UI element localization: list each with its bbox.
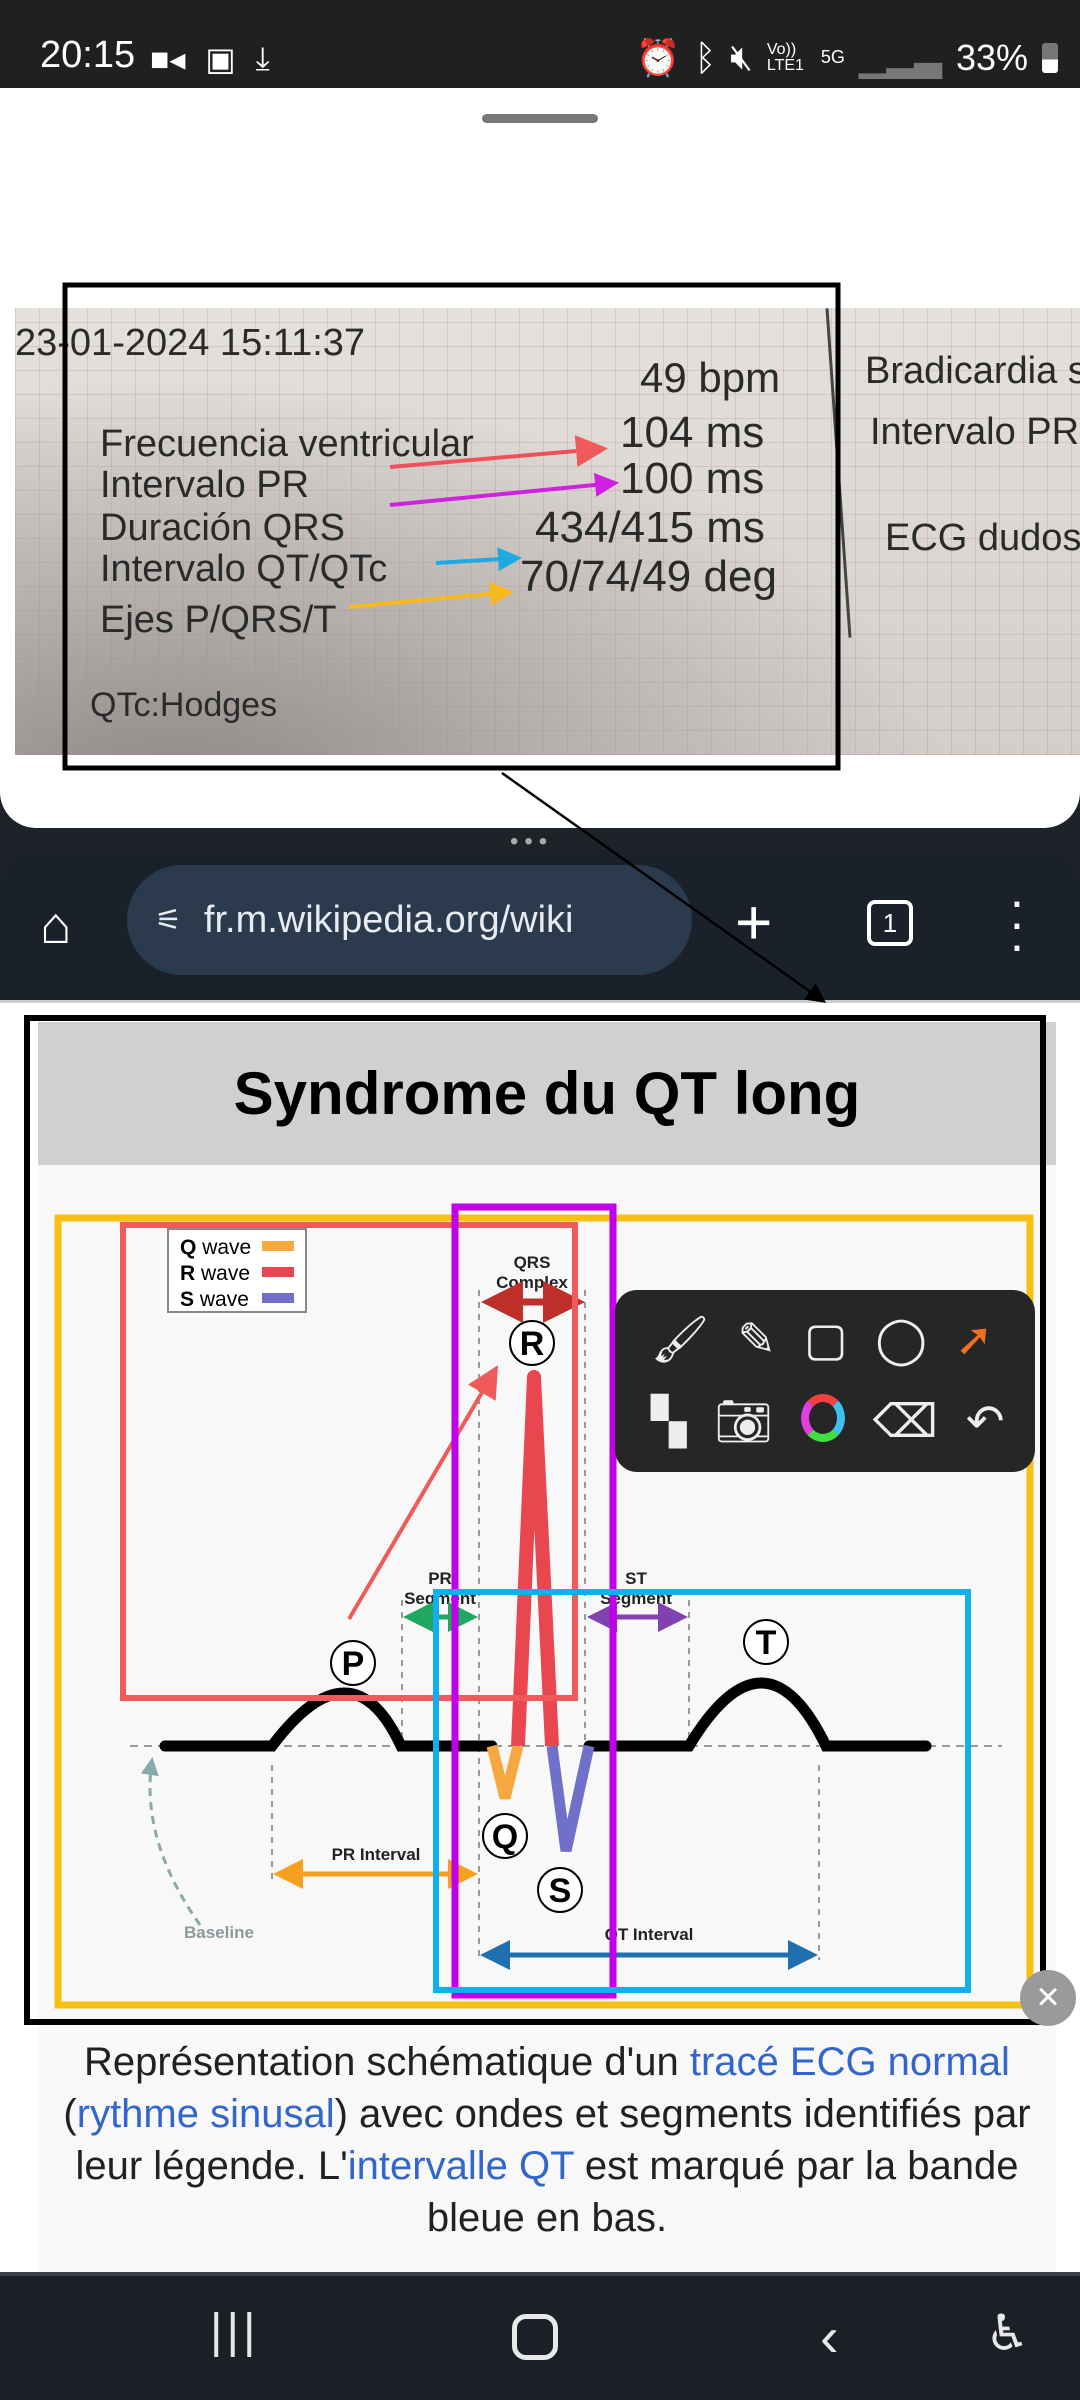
photo-label: Ejes P/QRS/T <box>100 599 337 641</box>
home-button-icon[interactable] <box>512 2314 558 2360</box>
figure-caption: Représentation schématique d'un tracé EC… <box>38 2036 1056 2244</box>
address-bar[interactable]: ⚟ fr.m.wikipedia.org/wiki <box>127 865 692 975</box>
ecg-report-photo: 23-01-2024 15:11:37 Frecuencia ventricul… <box>15 308 1080 755</box>
photo-right-text: Intervalo PR <box>870 411 1080 453</box>
back-icon[interactable]: ‹ <box>820 2305 839 2368</box>
accessibility-icon[interactable]: ♿︎ <box>985 2305 1030 2361</box>
caption-text: ( <box>63 2092 77 2136</box>
mosaic-icon[interactable]: ▚ <box>651 1395 687 1447</box>
photo-label: Intervalo QT/QTc <box>100 548 388 590</box>
download-icon: ⤓ <box>255 40 270 76</box>
system-icons: ⏰ ᛒ 🔇︎ Vo)) LTE1 5G ▁▂▃ 33% <box>636 36 1058 79</box>
divider <box>0 1000 1080 1003</box>
close-annotation-button[interactable]: × <box>1020 1970 1076 2026</box>
home-icon[interactable]: ⌂ <box>40 897 72 955</box>
system-nav-bar: ||| ‹ ♿︎ <box>0 2272 1080 2400</box>
site-settings-icon[interactable]: ⚟ <box>155 903 182 937</box>
link-intervalle-qt[interactable]: intervalle QT <box>347 2144 574 2188</box>
photo-value: 49 bpm <box>640 354 781 401</box>
tab-switcher-button[interactable]: 1 <box>867 900 913 946</box>
alarm-icon: ⏰ <box>635 36 681 78</box>
pen-icon[interactable]: 🖌︎ <box>651 1313 710 1365</box>
infobox-title: Syndrome du QT long <box>38 1022 1056 1165</box>
circle-icon[interactable]: ◯ <box>875 1313 927 1365</box>
menu-icon[interactable]: ··· <box>1008 873 1026 973</box>
signal-icon: ▁▂▃ <box>858 36 942 78</box>
bluetooth-icon: ᛒ <box>694 36 717 78</box>
photo-divider <box>825 308 852 638</box>
photo-timestamp: 23-01-2024 15:11:37 <box>15 322 366 364</box>
photo-label: Duración QRS <box>100 507 345 549</box>
recent-apps-icon[interactable]: ||| <box>210 2305 260 2358</box>
network-label: 5G <box>820 47 845 67</box>
photo-value: 434/415 ms <box>535 503 765 552</box>
drag-handle[interactable] <box>482 114 598 123</box>
new-tab-icon[interactable]: + <box>735 886 773 958</box>
battery-text: 33% <box>955 36 1028 78</box>
photo-right-text: ECG dudoso <box>885 517 1080 559</box>
browser-toolbar: ⌂ ⚟ fr.m.wikipedia.org/wiki + 1 ··· <box>0 850 1080 1000</box>
caption-text: est marqué par la bande bleue en bas. <box>426 2144 1019 2240</box>
eraser-icon[interactable]: ⌫ <box>872 1395 938 1447</box>
status-bar: 20:15 ■◂ ▣ ⤓ ⏰ ᛒ 🔇︎ Vo)) LTE1 5G ▁▂▃ 33% <box>0 0 1080 88</box>
photo-label: Intervalo PR <box>100 464 310 506</box>
caption-text: Représentation schématique d'un <box>84 2040 690 2084</box>
rectangle-icon[interactable]: ▢ <box>803 1313 848 1365</box>
mute-icon: 🔇︎ <box>730 36 753 77</box>
undo-icon[interactable]: ↶ <box>965 1395 1005 1447</box>
url-text: fr.m.wikipedia.org/wiki <box>203 898 574 941</box>
battery-icon <box>1042 42 1058 73</box>
link-trace-ecg[interactable]: tracé ECG normal <box>689 2040 1010 2084</box>
article-page: Syndrome du QT long Représentation schém… <box>0 1000 1080 2272</box>
volte-label: Vo)) LTE1 <box>766 40 804 74</box>
video-icon: ■◂ <box>150 41 186 77</box>
image-icon: ▣ <box>205 41 236 77</box>
caption-text: ) avec ondes et segments identifiés par … <box>75 2092 1031 2188</box>
photo-right-text: Bradicardia s <box>865 350 1080 392</box>
photo-value: 104 ms <box>620 408 765 457</box>
image-viewer-panel: 23-01-2024 15:11:37 Frecuencia ventricul… <box>0 88 1080 828</box>
photo-value: 100 ms <box>620 454 765 503</box>
camera-icon[interactable]: 📷︎ <box>714 1395 773 1447</box>
drawing-toolbar: 🖌︎ ✎ ▢ ◯ ➚ ▚ 📷︎ ⌫ ↶ <box>615 1290 1035 1472</box>
photo-value: 70/74/49 deg <box>520 552 777 601</box>
notification-icons: ■◂ ▣ ⤓ <box>150 40 270 78</box>
highlighter-icon[interactable]: ✎ <box>737 1313 776 1365</box>
photo-footer: QTc:Hodges <box>90 686 278 724</box>
arrow-icon[interactable]: ➚ <box>954 1313 994 1365</box>
link-rythme-sinusal[interactable]: rythme sinusal <box>76 2092 335 2136</box>
photo-label: Frecuencia ventricular <box>100 423 474 465</box>
clock: 20:15 <box>40 34 136 76</box>
color-picker-icon[interactable] <box>800 1394 845 1442</box>
